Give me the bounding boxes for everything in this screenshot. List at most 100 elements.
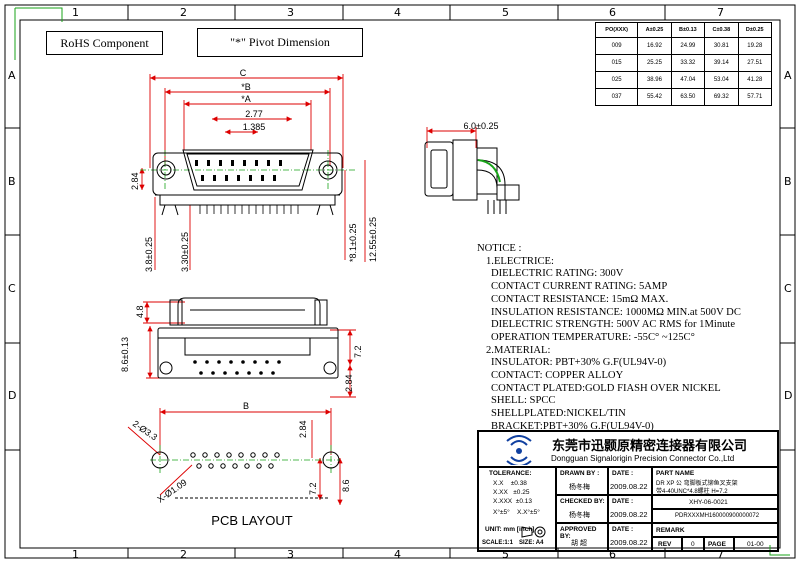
- col-label: 2: [180, 6, 187, 19]
- dim-mount-hole: 2-Ø3.3: [131, 418, 159, 442]
- drawn-date-cell: DATE : 2009.08.22: [608, 467, 652, 495]
- title-block: 东莞市迅颢原精密连接器有限公司 Dongguan Signalorigin Pr…: [477, 430, 779, 552]
- side-view: [424, 127, 520, 214]
- part-name-label: PART NAME: [656, 470, 695, 477]
- rev-label: REV: [658, 541, 672, 548]
- rohs-label: RoHS Component: [46, 31, 163, 55]
- dim-4-8: 4.8: [135, 305, 145, 318]
- approved-date: 2009.08.22: [610, 538, 648, 547]
- rev-value-cell: 0: [682, 537, 704, 551]
- dim-8-1: *8.1±0.25: [348, 224, 358, 262]
- tolerance-line: X.X ±0.38: [493, 480, 527, 487]
- note-line: DIELECTRIC RATING: 300V: [491, 268, 624, 280]
- company-header: 东莞市迅颢原精密连接器有限公司 Dongguan Signalorigin Pr…: [478, 431, 778, 467]
- row-label: A: [8, 69, 16, 82]
- size-label: SIZE: A4: [519, 540, 544, 546]
- approved-by-cell: APPROVED BY: 胡 超: [556, 523, 608, 551]
- page-label-cell: PAGE: [704, 537, 734, 551]
- table-cell: 27.51: [737, 54, 773, 72]
- row-label: B: [8, 175, 16, 188]
- col-label: 3: [287, 6, 294, 19]
- checked-by-name: 杨冬梅: [569, 512, 590, 519]
- pcb-layout-title: PCB LAYOUT: [211, 513, 292, 528]
- dim-side-depth: 6.0±0.25: [464, 121, 499, 131]
- unit-label: UNIT: mm [inch]: [485, 526, 535, 533]
- dim-12-55: 12.55±0.25: [368, 217, 378, 262]
- dim-7-2: 7.2: [353, 345, 363, 358]
- checked-date: 2009.08.22: [610, 510, 648, 519]
- notes-section-material: 2.MATERIAL:: [486, 344, 551, 356]
- note-line: CONTACT CURRENT RATING: 5AMP: [491, 281, 668, 293]
- page-value: 01-00: [747, 541, 764, 548]
- row-label: D: [784, 389, 793, 402]
- col-label: 7: [717, 6, 724, 19]
- notes-title: NOTICE :: [477, 243, 522, 254]
- table-cell: 69.32: [704, 88, 739, 106]
- row-label: D: [8, 389, 17, 402]
- col-label: 4: [394, 548, 401, 561]
- note-line: INSULATOR: PBT+30% G.F(UL94V-0): [491, 357, 667, 369]
- col-label: 7: [717, 548, 724, 561]
- drawing-number: XHY-06-0021: [689, 499, 728, 506]
- dim-pcb-8-6: 8.6: [341, 479, 351, 492]
- part-number-cell: PDRXXXMH160000900000072: [652, 509, 778, 523]
- drawn-by-label: DRAWN BY :: [560, 470, 600, 477]
- note-line: CONTACT: COPPER ALLOY: [491, 370, 624, 382]
- table-row: 009 16.92 24.99 30.81 19.28: [594, 37, 773, 55]
- part-name-line1: DR XP 公 弯脚板式铆鱼叉支架: [656, 481, 738, 487]
- drawn-date: 2009.08.22: [610, 482, 648, 491]
- tolerance-line: X.XX ±0.25: [493, 489, 530, 496]
- pin-array: [195, 160, 282, 181]
- dim-2-84: 2.84: [344, 374, 354, 392]
- company-name-cn: 东莞市迅颢原精密连接器有限公司: [552, 438, 748, 453]
- scale-label: SCALE:1:1: [482, 540, 514, 546]
- approved-date-cell: DATE : 2009.08.22: [608, 523, 652, 551]
- rev-value: 0: [691, 541, 695, 548]
- notes-section-electric: 1.ELECTRICE:: [486, 255, 554, 267]
- table-row: 037 55.42 63.50 69.32 57.71: [594, 88, 773, 106]
- col-label: 6: [609, 6, 616, 19]
- date-label: DATE :: [612, 498, 634, 505]
- row-label: C: [784, 282, 792, 295]
- col-label: 1: [72, 6, 79, 19]
- tolerance-angle: X°±5° X.X°±5°: [493, 509, 540, 516]
- tolerance-label: TOLERANCE:: [489, 470, 532, 477]
- page-value-cell: 01-00: [734, 537, 778, 551]
- note-line: OPERATION TEMPERATURE: -55C° ~125C°: [491, 331, 695, 343]
- checked-by-cell: CHECKED BY: 杨冬梅: [556, 495, 608, 523]
- drawn-by-name: 杨冬梅: [569, 484, 590, 491]
- date-label: DATE :: [612, 526, 634, 533]
- col-label: 3: [287, 548, 294, 561]
- drawing-number-cell: XHY-06-0021: [652, 495, 778, 509]
- rev-label-cell: REV: [652, 537, 682, 551]
- dim-pcb-b: B: [243, 401, 249, 411]
- col-label: 5: [502, 548, 509, 561]
- dim-star-a: *A: [241, 94, 251, 104]
- dim-half-pitch: 1.385: [243, 122, 266, 132]
- company-name-en: Dongguan Signalorigin Precision Connecto…: [551, 454, 735, 463]
- note-line: CONTACT RESISTANCE: 15mΩ MAX.: [491, 293, 669, 305]
- table-cell: 57.71: [737, 88, 773, 106]
- part-name-line2: 带4-40UNC*4.8螺柱 H=7.2: [656, 489, 728, 495]
- dim-pcb-2-84: 2.84: [298, 420, 308, 438]
- date-label: DATE :: [612, 470, 634, 477]
- note-line: SHELLPLATED:NICKEL/TIN: [491, 408, 626, 420]
- table-header-row: PO(XXX) A±0.25 B±0.13 C±0.38 D±0.25: [594, 22, 773, 38]
- note-line: SHELL: SPCC: [491, 395, 556, 407]
- projection-symbol: [482, 521, 554, 543]
- part-name-cell: PART NAME DR XP 公 弯脚板式铆鱼叉支架 带4-40UNC*4.8…: [652, 467, 778, 495]
- checked-date-cell: DATE : 2009.08.22: [608, 495, 652, 523]
- table-cell: 55.42: [637, 88, 672, 106]
- dim-3-30: 3.30±0.25: [180, 232, 190, 272]
- company-logo-icon: [506, 435, 532, 465]
- note-line: CONTACT PLATED:GOLD FIASH OVER NICKEL: [491, 382, 721, 394]
- table-row: 025 38.96 47.04 53.04 41.28: [594, 71, 773, 89]
- tolerance-line: X.XXX ±0.13: [493, 498, 532, 505]
- col-label: 6: [609, 548, 616, 561]
- col-label: 5: [502, 6, 509, 19]
- approved-by-name: 胡 超: [571, 540, 587, 547]
- remark-label: REMARK: [656, 527, 685, 534]
- remark-cell: REMARK: [652, 523, 778, 537]
- dim-star-b: *B: [241, 82, 251, 92]
